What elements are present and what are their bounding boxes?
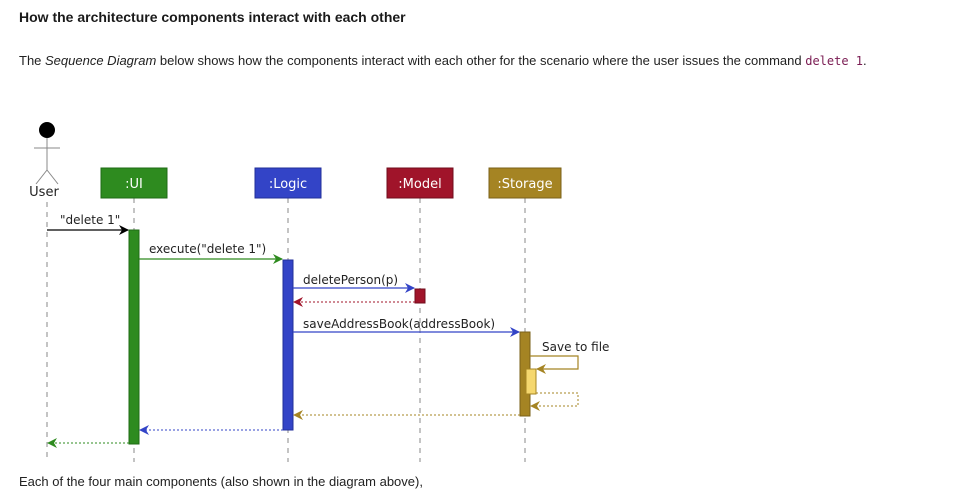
sequence-diagram: User :UI :Logic :Model :Storage "delete … — [29, 122, 609, 462]
ui-participant-label: :UI — [125, 177, 143, 192]
logic-activation-bar — [282, 259, 294, 431]
intro-emphasis: Sequence Diagram — [45, 53, 157, 68]
return-from-save-arrow — [530, 392, 579, 411]
storage-participant-label: :Storage — [497, 177, 552, 192]
actor-label: User — [29, 185, 59, 200]
message-save-address-book-label: saveAddressBook(addressBook) — [303, 317, 495, 331]
section-heading: How the architecture components interact… — [19, 9, 406, 25]
intro-middle: below shows how the components interact … — [156, 53, 806, 68]
logic-participant-box — [254, 167, 322, 199]
intro-paragraph: The Sequence Diagram below shows how the… — [19, 51, 959, 71]
model-participant-label: :Model — [398, 177, 441, 192]
ui-activation-bar — [128, 229, 140, 445]
logic-participant-label: :Logic — [269, 177, 307, 192]
model-activation-bar — [414, 288, 426, 304]
intro-prefix: The — [19, 53, 46, 68]
ui-participant-box — [100, 167, 168, 199]
message-execute-label: execute("delete 1") — [149, 242, 266, 256]
storage-participant-box — [488, 167, 562, 199]
command-code: delete 1 — [805, 54, 864, 68]
footer-paragraph: Each of the four main components (also s… — [19, 474, 423, 489]
message-save-to-file-arrow — [530, 355, 579, 374]
user-actor-icon — [34, 122, 60, 185]
model-participant-box — [386, 167, 454, 199]
intro-suffix: . — [863, 53, 867, 68]
message-delete-person-label: deletePerson(p) — [303, 273, 398, 287]
message-delete-1-label: "delete 1" — [60, 213, 120, 227]
storage-nested-activation-bar — [525, 368, 537, 395]
message-save-to-file-label: Save to file — [542, 340, 609, 354]
